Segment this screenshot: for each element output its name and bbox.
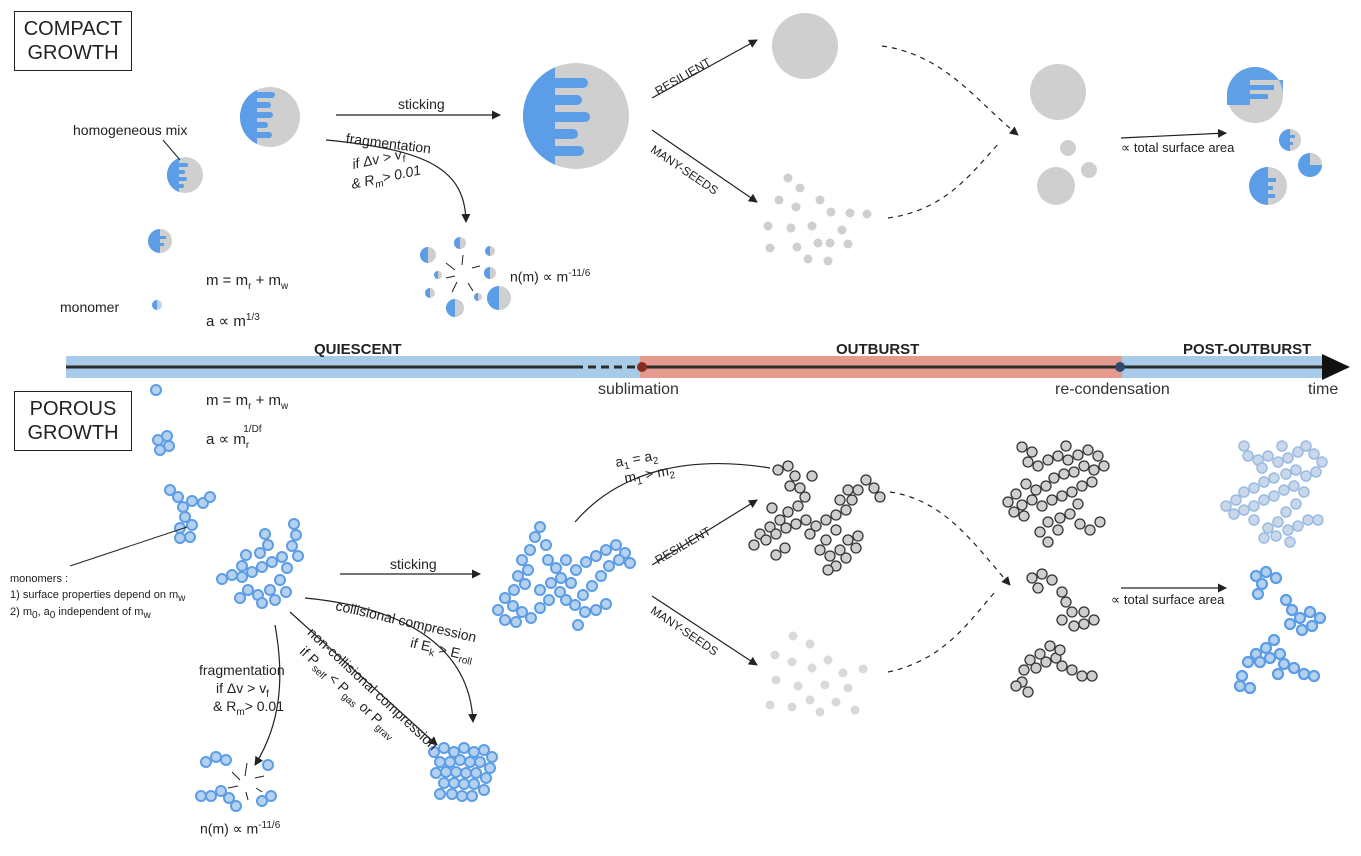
porous-frag-cond2: & Rm> 0.01 bbox=[213, 698, 285, 718]
compact-surface-label: ∝ total surface area bbox=[1121, 140, 1235, 155]
compact-radius-eq: a ∝ m1/3 bbox=[206, 312, 260, 330]
porous-dimer bbox=[152, 430, 175, 456]
timeline-sublimation-label: sublimation bbox=[598, 381, 679, 398]
porous-large-aggregate bbox=[492, 521, 636, 631]
compact-surface-arrow bbox=[1120, 128, 1227, 139]
porous-noncollisional-arrow bbox=[289, 611, 438, 746]
compact-resilient-arrow bbox=[651, 39, 758, 99]
compact-fragmentation-arrow bbox=[325, 139, 471, 223]
compact-growth-title-text: COMPACT GROWTH bbox=[23, 18, 123, 64]
compact-mass-eq: m = mr + mw bbox=[206, 272, 289, 293]
compact-dashed-resilient bbox=[881, 45, 1019, 136]
recondensation-marker bbox=[1115, 362, 1125, 372]
compact-monomer-label: monomer bbox=[60, 299, 120, 315]
porous-compressed-aggregate bbox=[428, 742, 498, 802]
porous-frag-cond1: if Δv > vf bbox=[216, 680, 269, 700]
porous-size-distribution: n(m) ∝ m-11/6 bbox=[200, 820, 281, 837]
porous-resilient-aggregate bbox=[748, 460, 886, 576]
time-arrow-head bbox=[1322, 354, 1350, 380]
sublimation-marker bbox=[637, 362, 647, 372]
porous-dashed-resilient bbox=[889, 491, 1011, 586]
porous-monomer bbox=[150, 384, 162, 396]
porous-monomers-title: monomers : bbox=[10, 573, 69, 585]
porous-collisional-arrow bbox=[304, 597, 478, 723]
porous-post-light-aggregate bbox=[1220, 440, 1328, 548]
compact-growth-title: COMPACT GROWTH bbox=[14, 11, 132, 71]
homogeneous-pointer bbox=[162, 139, 181, 161]
porous-surface-label: ∝ total surface area bbox=[1111, 592, 1225, 607]
porous-seeds bbox=[765, 631, 868, 717]
monomers-pointer bbox=[69, 526, 188, 567]
homogeneous-mix-label: homogeneous mix bbox=[73, 122, 188, 138]
porous-fragments bbox=[195, 751, 277, 812]
porous-fragmentation-arrow bbox=[254, 624, 281, 766]
compact-resilient-grain bbox=[772, 13, 838, 79]
porous-manyseeds-arrow bbox=[651, 595, 758, 666]
porous-growth-title-text: POROUS GROWTH bbox=[27, 398, 119, 444]
compact-seeds bbox=[763, 173, 872, 266]
compact-grain-medium bbox=[240, 87, 300, 147]
porous-recondensed-aggregates bbox=[1002, 440, 1110, 698]
compact-grain-homogeneous bbox=[167, 157, 203, 193]
porous-small-aggregate bbox=[164, 484, 216, 544]
porous-mass-eq: m = mr + mw bbox=[206, 392, 289, 413]
timeline-quiescent-label: QUIESCENT bbox=[314, 341, 402, 358]
porous-growth-title: POROUS GROWTH bbox=[14, 391, 132, 451]
compact-post-grains bbox=[1227, 67, 1322, 205]
compact-dashed-seeds bbox=[887, 141, 1001, 219]
timeline-outburst-label: OUTBURST bbox=[836, 341, 920, 358]
timeline-post-outburst-label: POST-OUTBURST bbox=[1183, 341, 1312, 358]
porous-fragmentation-label: fragmentation bbox=[199, 662, 285, 678]
compact-manyseeds-arrow bbox=[651, 129, 758, 203]
porous-monomers-2: 2) m0, a0 independent of mw bbox=[10, 606, 151, 622]
porous-monomers-1: 1) surface properties depend on mw bbox=[10, 589, 186, 605]
compact-grain-small bbox=[148, 229, 172, 253]
timeline bbox=[66, 354, 1350, 380]
compact-recondensed-grains bbox=[1030, 64, 1097, 205]
porous-medium-aggregate bbox=[216, 518, 304, 609]
timeline-time-label: time bbox=[1308, 381, 1339, 398]
porous-dashed-seeds bbox=[887, 591, 996, 673]
porous-post-blue-aggregates bbox=[1233, 565, 1327, 695]
compact-monomer bbox=[152, 300, 162, 310]
porous-radius-eq: a ∝ mr1/Df bbox=[206, 424, 262, 451]
compact-fragments bbox=[420, 237, 511, 317]
porous-resilient-arrow bbox=[651, 499, 758, 566]
porous-sticking-label: sticking bbox=[390, 556, 437, 572]
compact-grain-large bbox=[523, 63, 629, 169]
compact-size-distribution: n(m) ∝ m-11/6 bbox=[510, 268, 591, 285]
compact-sticking-label: sticking bbox=[398, 96, 445, 112]
porous-a1a2-arrow bbox=[574, 463, 771, 523]
timeline-recondensation-label: re-condensation bbox=[1055, 381, 1170, 398]
